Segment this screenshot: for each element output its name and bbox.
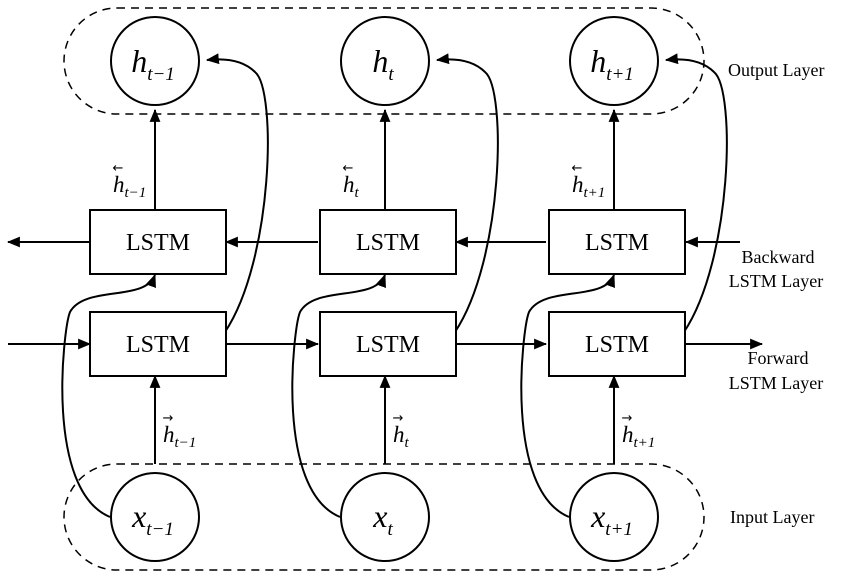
input-layer-label: Input Layer bbox=[730, 507, 814, 527]
backward-lstm-label: LSTM bbox=[126, 230, 190, 256]
backward-state-arrow: ← bbox=[343, 161, 354, 176]
forward-lstm-box bbox=[548, 311, 686, 377]
forward-state-label: ht bbox=[393, 422, 410, 451]
forward-layer-label-line1: Forward bbox=[748, 348, 809, 368]
backward-state-arrow: ← bbox=[113, 161, 124, 176]
forward-state-arrow: → bbox=[163, 411, 174, 426]
forward-state-label: ht+1 bbox=[622, 422, 655, 451]
forward-lstm-label: LSTM bbox=[126, 332, 190, 358]
forward-layer-label-line2: LSTM Layer bbox=[729, 373, 823, 393]
input-node bbox=[110, 472, 200, 562]
forward-lstm-label: LSTM bbox=[356, 332, 420, 358]
backward-lstm-label: LSTM bbox=[585, 230, 649, 256]
forward-state-label: ht−1 bbox=[163, 422, 196, 451]
forward-state-arrow: → bbox=[393, 411, 404, 426]
input-to-backward-curve bbox=[291, 273, 386, 518]
input-node bbox=[569, 472, 659, 562]
backward-lstm-box bbox=[319, 209, 457, 275]
backward-state-label: ht−1 bbox=[113, 172, 146, 201]
output-layer-label: Output Layer bbox=[728, 60, 824, 80]
backward-state-arrow: ← bbox=[572, 161, 583, 176]
backward-layer-label-line2: LSTM Layer bbox=[729, 271, 823, 291]
output-node bbox=[110, 16, 200, 106]
backward-lstm-box bbox=[89, 209, 227, 275]
forward-to-output-curve bbox=[664, 53, 728, 333]
output-node bbox=[569, 16, 659, 106]
backward-layer-label-line1: Backward bbox=[742, 247, 815, 267]
backward-state-label: ht+1 bbox=[572, 172, 605, 201]
forward-to-output-curve bbox=[205, 53, 269, 333]
forward-state-arrow: → bbox=[622, 411, 633, 426]
input-to-backward-curve bbox=[61, 273, 156, 518]
backward-lstm-box bbox=[548, 209, 686, 275]
backward-state-label: ht bbox=[343, 172, 360, 201]
forward-lstm-label: LSTM bbox=[585, 332, 649, 358]
input-to-backward-curve bbox=[520, 273, 615, 518]
input-node bbox=[340, 472, 430, 562]
forward-to-output-curve bbox=[435, 53, 499, 333]
forward-lstm-box bbox=[89, 311, 227, 377]
output-node bbox=[340, 16, 430, 106]
forward-lstm-box bbox=[319, 311, 457, 377]
backward-lstm-label: LSTM bbox=[356, 230, 420, 256]
